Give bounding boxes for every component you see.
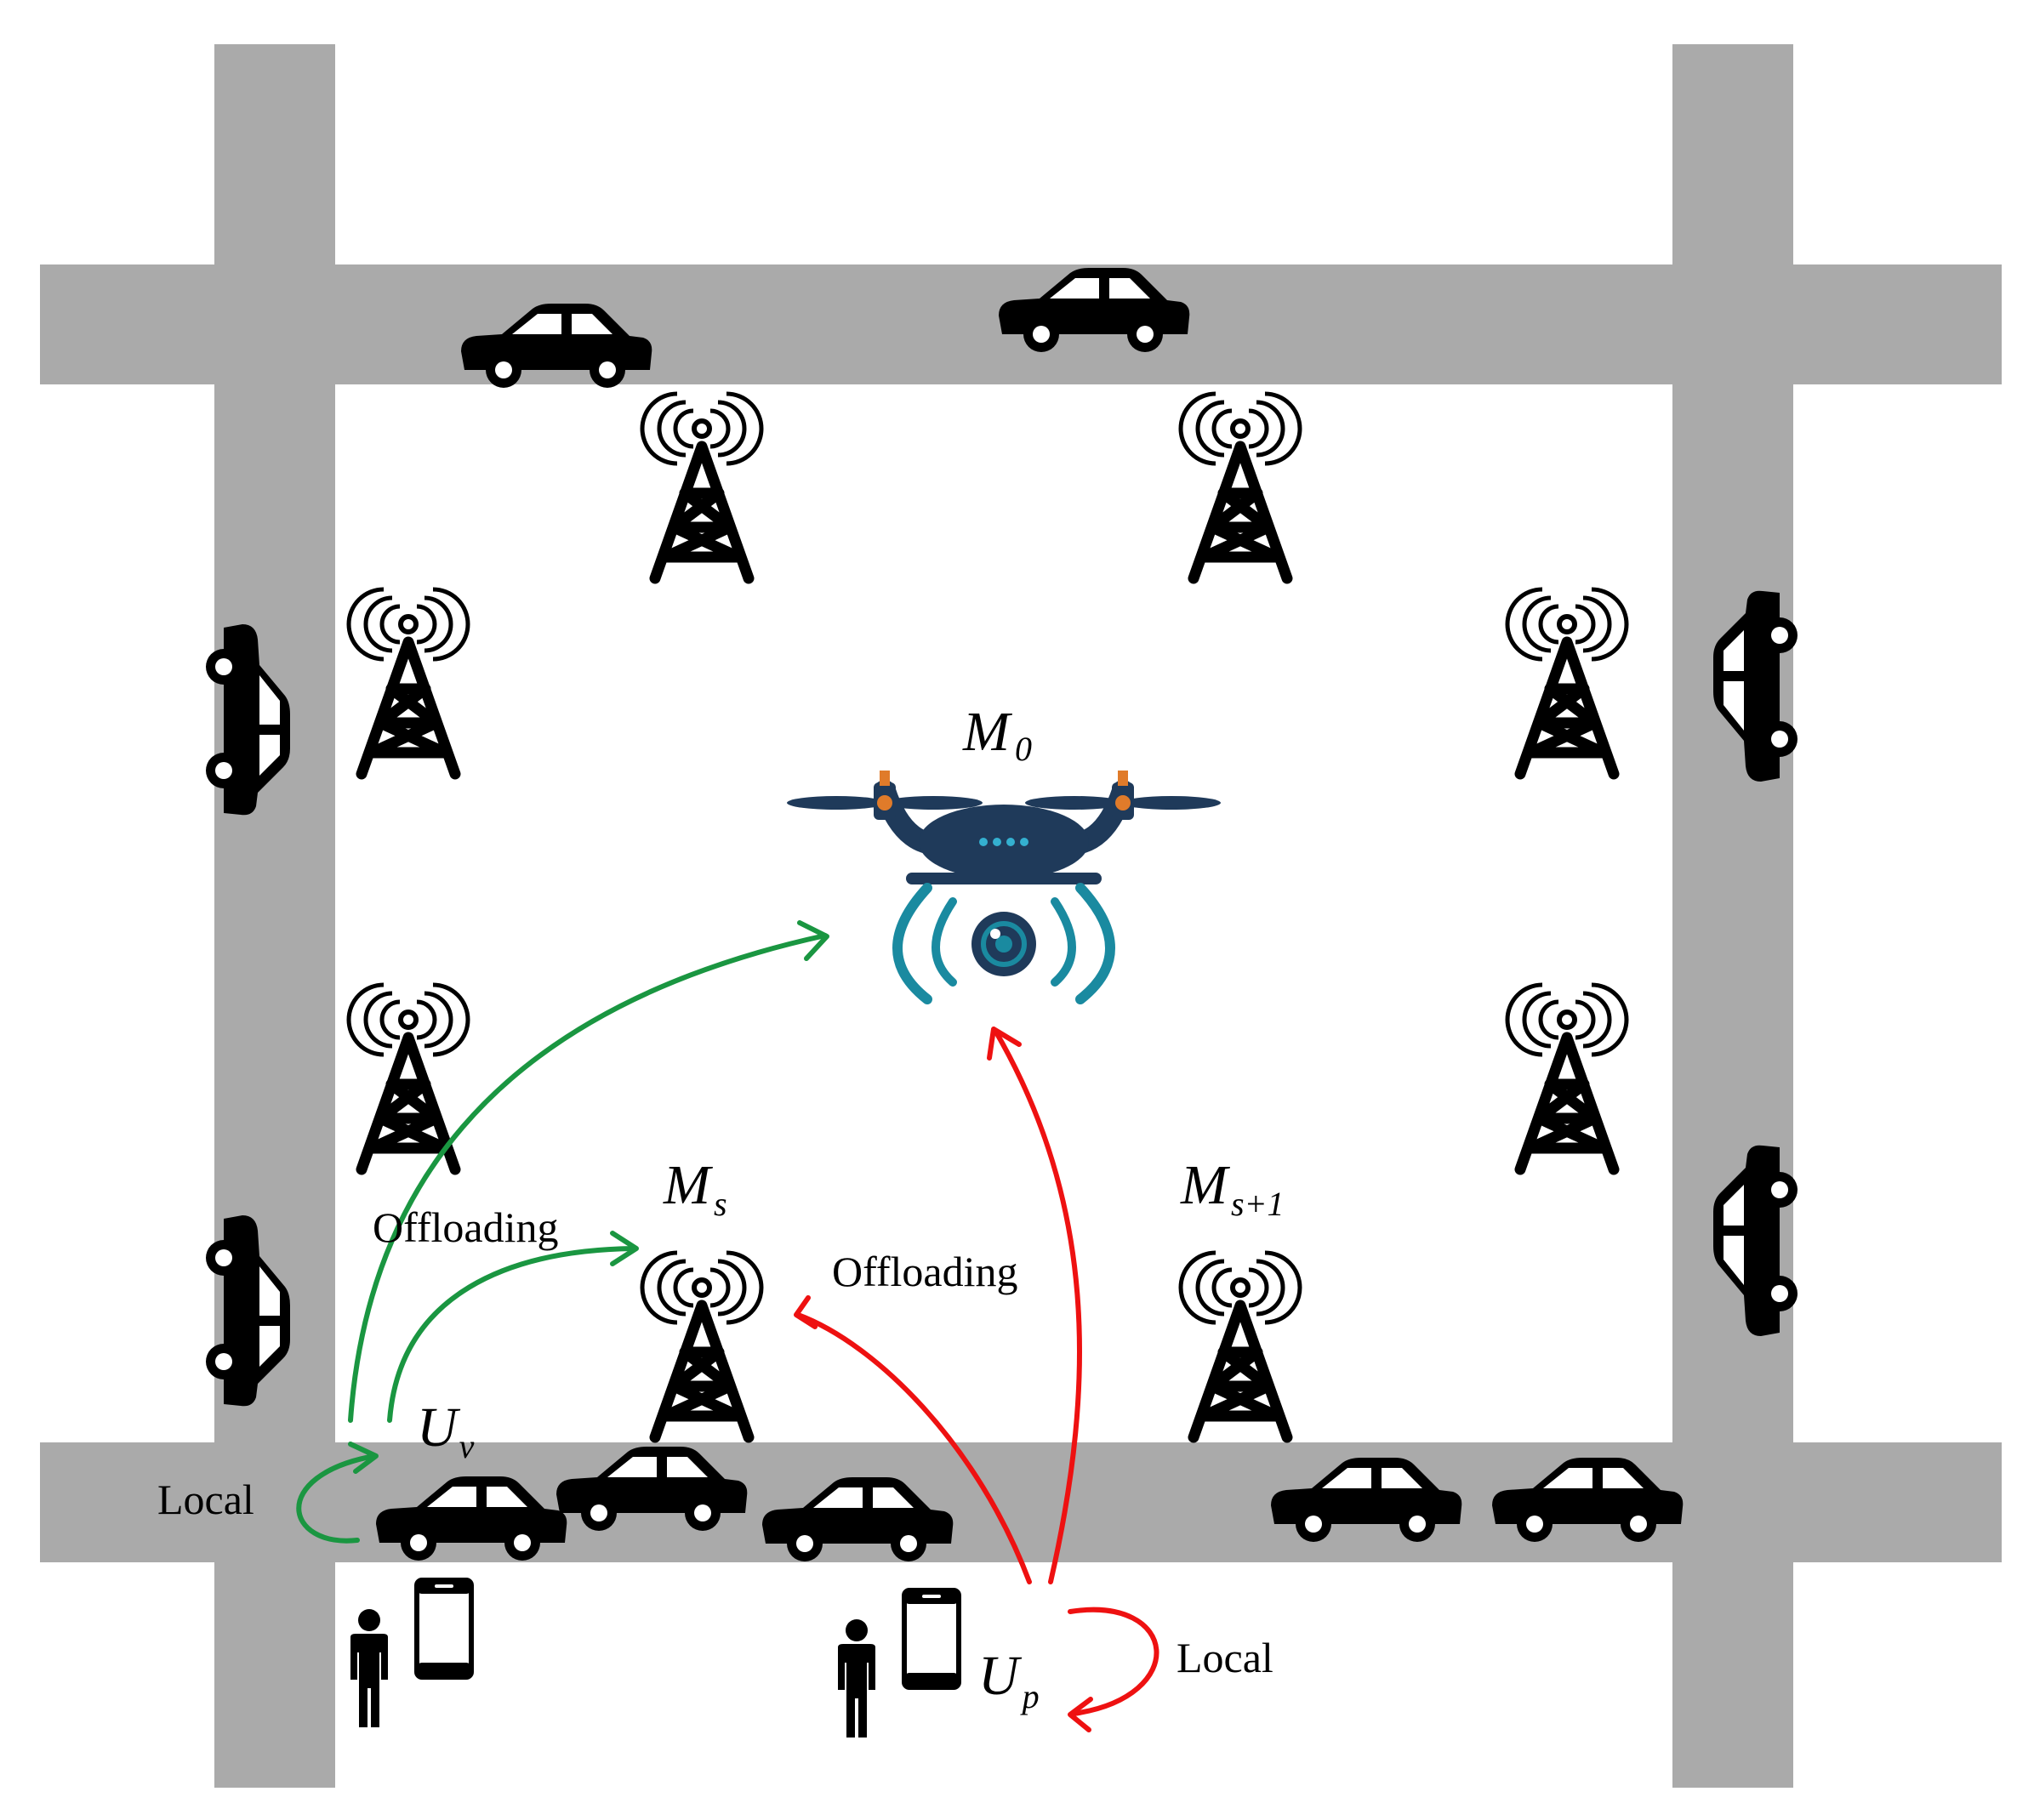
- road-horizontal-bottom: [40, 1442, 2002, 1562]
- offloading-flows: [296, 920, 1159, 1732]
- person-icon: [838, 1619, 875, 1738]
- drone-icon: [787, 771, 1221, 1004]
- vehicle-local-label: Local: [157, 1476, 254, 1523]
- pedestrian-local-label: Local: [1177, 1634, 1273, 1681]
- pedestrian-offload-to-uav-arrow: [993, 1028, 1082, 1584]
- pedestrians: [350, 1580, 959, 1738]
- vehicle-offloading-label: Offloading: [373, 1203, 558, 1251]
- pedestrian-offload-to-ms-arrow: [795, 1312, 1032, 1584]
- vehicle-offload-to-ms-arrow: [387, 1246, 636, 1423]
- cell-tower-icon: [1181, 394, 1300, 578]
- smartphone-icon: [904, 1590, 959, 1687]
- cell-tower-icon: [349, 589, 468, 774]
- vehicle-user-label: Uv: [417, 1396, 475, 1465]
- pedestrian-local-arrow: [1068, 1607, 1159, 1716]
- pedestrian-offloading-label: Offloading: [832, 1248, 1017, 1295]
- cell-tower-icon: [1507, 589, 1627, 774]
- cell-tower-icon: [1181, 1253, 1300, 1437]
- cell-tower-icon: [642, 394, 761, 578]
- vehicle-offload-to-uav-arrow: [348, 933, 828, 1423]
- vehicle-local-arrow: [296, 1453, 377, 1544]
- cell-tower-icon: [642, 1253, 761, 1437]
- road-network: [40, 44, 2002, 1788]
- smartphone-icon: [417, 1580, 471, 1677]
- cell-tower-icon: [1507, 985, 1627, 1169]
- person-icon: [350, 1609, 388, 1727]
